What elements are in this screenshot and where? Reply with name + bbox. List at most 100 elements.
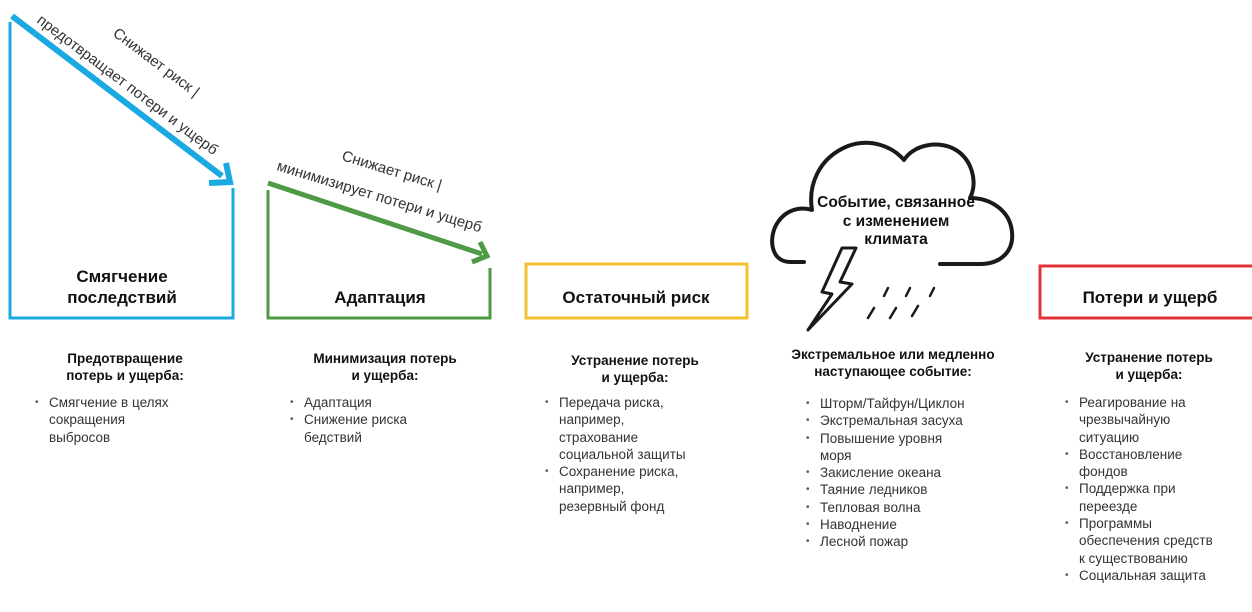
list-item: Восстановление [1063,446,1249,464]
list-item-text: Шторм/Тайфун/Циклон [820,396,965,411]
list-item: Повышение уровня [804,430,1024,448]
loss-subheading-line1: Устранение потерь [1085,350,1213,365]
list-item-continuation: например, [543,480,743,497]
list-item: Программы [1063,515,1249,533]
list-item: Смягчение в целях [33,394,213,412]
list-item-text: фондов [1079,464,1128,480]
list-item-text: Таяние ледников [820,482,928,498]
cloud-label: Событие, связанное с изменением климата [800,194,992,250]
list-item-text: Социальная защита [1079,567,1206,583]
list-item-text: к существованию [1079,550,1188,566]
list-item: Наводнение [804,516,1024,534]
mitigation-subheading: Предотвращение потерь и ущерба: [40,350,210,384]
list-item-text: чрезвычайную [1079,412,1171,428]
list-item-text: Тепловая волна [820,499,921,515]
list-item: Шторм/Тайфун/Циклон [804,395,1024,413]
list-item-text: Сохранение риска, [559,464,679,480]
list-item-text: выбросов [49,429,111,445]
loss-subheading: Устранение потерь и ущерба: [1064,349,1234,383]
list-item-text: Программы [1079,516,1152,532]
list-item: Социальная защита [1063,567,1249,585]
list-item-continuation: выбросов [33,429,213,446]
residual-frame [524,262,749,320]
list-item: Реагирование на [1063,394,1249,412]
list-item-continuation: фондов [1063,463,1249,480]
residual-subheading: Устранение потерь и ущерба: [540,352,730,386]
mitigation-subheading-line1: Предотвращение [67,351,183,366]
residual-subheading-line1: Устранение потерь [571,353,699,368]
list-item-text: социальной защиты [559,446,686,462]
residual-subheading-line2: и ущерба: [601,370,669,385]
loss-title: Потери и ущерб [1082,288,1218,307]
list-item: Сохранение риска, [543,463,743,481]
list-item-continuation: к существованию [1063,550,1249,567]
lightning-icon [806,246,858,332]
list-item-text: обеспечения средств [1079,533,1213,549]
residual-title: Остаточный риск [562,288,710,307]
mitigation-arrowhead [208,162,234,186]
list-item: Лесной пожар [804,533,1024,551]
mitigation-arrow [10,13,224,179]
list-item-text: страхование [559,429,639,445]
list-item: Поддержка при [1063,480,1249,498]
event-subheading: Экстремальное или медленно наступающее с… [770,346,1016,380]
list-item: Закисление океана [804,464,1024,482]
list-item-text: например, [559,481,625,497]
adaptation-subheading-line2: и ущерба: [351,368,419,383]
list-item-text: Закисление океана [820,465,942,481]
cloud-label-line3: климата [864,231,928,248]
event-subheading-line2: наступающее событие: [814,364,972,379]
list-item-continuation: резервный фонд [543,498,743,515]
list-item-text: Реагирование на [1079,395,1186,410]
loss-subheading-line2: и ущерба: [1115,367,1183,382]
mitigation-title-line1: Смягчение [76,267,168,286]
list-item-continuation: бедствий [288,429,478,446]
list-item-continuation: социальной защиты [543,446,743,463]
mitigation-subheading-line2: потерь и ущерба: [66,368,184,383]
adaptation-arrowhead [471,240,491,265]
list-item-text: сокращения [49,412,126,428]
list-item-text: бедствий [304,429,362,445]
list-item-continuation: моря [804,447,1024,464]
adaptation-title: Адаптация [334,288,426,307]
residual-list: Передача риска, например, страхование со… [543,394,743,515]
list-item: Таяние ледников [804,481,1024,499]
list-item: Снижение риска [288,411,478,429]
list-item-text: Поддержка при [1079,481,1176,497]
cloud-label-line1: Событие, связанное [817,194,975,211]
list-item-text: Адаптация [304,395,372,410]
list-item-text: Лесной пожар [820,534,909,550]
event-list: Шторм/Тайфун/Циклон Экстремальная засуха… [804,395,1024,551]
mitigation-title-line2: последствий [67,288,177,307]
adaptation-subheading: Минимизация потерь и ущерба: [290,350,480,384]
adaptation-frame [266,190,492,320]
loss-list: Реагирование на чрезвычайную ситуацию Во… [1063,394,1249,585]
list-item-text: Повышение уровня [820,430,943,446]
list-item-continuation: чрезвычайную [1063,411,1249,428]
list-item-text: моря [820,447,852,463]
list-item: Передача риска, [543,394,743,412]
list-item-continuation: ситуацию [1063,429,1249,446]
list-item-text: Восстановление [1079,446,1183,462]
list-item-continuation: сокращения [33,411,213,428]
adaptation-subheading-line1: Минимизация потерь [313,351,457,366]
list-item-text: Смягчение в целях [49,395,169,410]
list-item-text: Экстремальная засуха [820,413,963,429]
list-item-text: Передача риска, [559,395,664,410]
list-item-continuation: страхование [543,429,743,446]
list-item-text: например, [559,412,625,428]
list-item-text: Наводнение [820,517,897,533]
list-item-text: резервный фонд [559,498,665,514]
cloud-label-line2: с изменением [842,212,950,230]
list-item-text: ситуацию [1079,429,1140,445]
event-subheading-line1: Экстремальное или медленно [791,347,995,362]
list-item-continuation: например, [543,411,743,428]
list-item: Адаптация [288,394,478,412]
list-item: Тепловая волна [804,499,1024,517]
adaptation-arrow [267,180,483,257]
list-item-text: Снижение риска [304,412,408,428]
mitigation-frame [8,22,235,320]
adaptation-list: Адаптация Снижение риска бедствий [288,394,478,446]
mitigation-list: Смягчение в целях сокращения выбросов [33,394,213,446]
